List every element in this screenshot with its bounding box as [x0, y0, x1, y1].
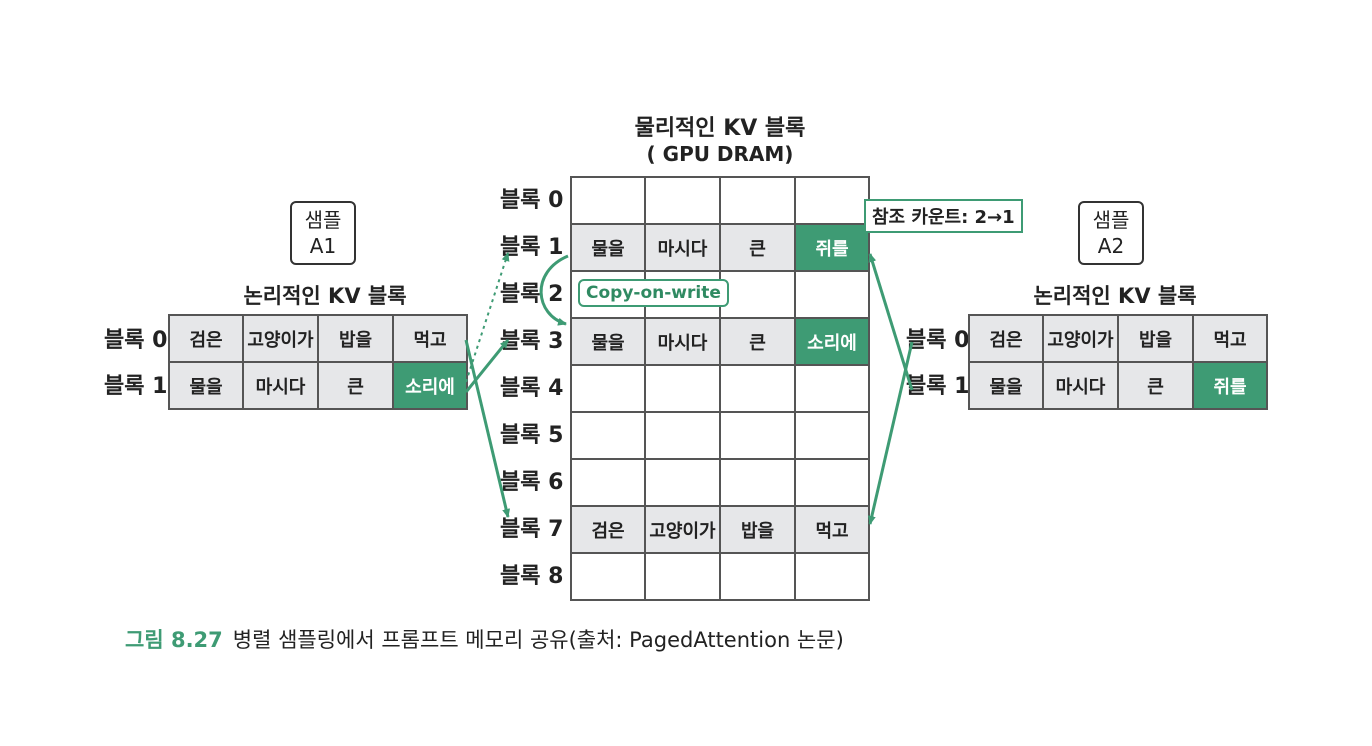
physical-cell — [796, 178, 868, 223]
sample-a2-logical-grid: 검은 고양이가 밥을 먹고 물을 마시다 큰 쥐를 — [968, 314, 1268, 410]
physical-row-label: 블록 5 — [500, 423, 564, 448]
physical-row-label: 블록 7 — [500, 517, 564, 542]
physical-cell — [721, 554, 794, 599]
a2-cell: 밥을 — [1119, 316, 1192, 361]
a2-row-label: 블록 1 — [906, 374, 970, 399]
copy-on-write-label: Copy-on-write — [578, 279, 729, 307]
physical-cell: 검은 — [572, 507, 644, 552]
physical-cell — [796, 272, 868, 317]
physical-cell: 물을 — [572, 319, 644, 364]
arrow-a1-block0-to-block7 — [464, 339, 511, 518]
a2-cell: 물을 — [970, 363, 1042, 408]
arrow-a1-block1-to-block1-dotted — [465, 252, 510, 383]
a2-cell-highlight: 쥐를 — [1194, 363, 1266, 408]
sample-a2-box: 샘플 A2 — [1078, 201, 1144, 265]
a1-cell: 먹고 — [394, 316, 466, 361]
a2-cell: 고양이가 — [1044, 316, 1117, 361]
sample-a1-name-line2: A1 — [309, 234, 337, 258]
physical-cell — [796, 413, 868, 458]
physical-cell: 먹고 — [796, 507, 868, 552]
physical-cell — [796, 460, 868, 505]
sample-a1-box: 샘플 A1 — [290, 201, 356, 265]
physical-row-label: 블록 2 — [500, 282, 564, 307]
physical-title-line1: 물리적인 KV 블록 — [634, 116, 806, 141]
sample-a2-name-line2: A2 — [1097, 234, 1125, 258]
sample-a1-logical-title: 논리적인 KV 블록 — [243, 284, 407, 308]
physical-cell — [572, 413, 644, 458]
physical-row-label: 블록 1 — [500, 235, 564, 260]
a1-cell: 큰 — [319, 363, 392, 408]
physical-cell: 마시다 — [646, 225, 719, 270]
physical-cell — [721, 366, 794, 411]
physical-cell — [572, 178, 644, 223]
a1-cell: 마시다 — [244, 363, 317, 408]
physical-cell — [646, 554, 719, 599]
physical-cell: 물을 — [572, 225, 644, 270]
physical-row-label: 블록 3 — [500, 329, 564, 354]
physical-cell — [572, 366, 644, 411]
physical-title-line2: ( GPU DRAM) — [646, 142, 794, 166]
figure-caption: 그림 8.27 병렬 샘플링에서 프롬프트 메모리 공유(출처: PagedAtt… — [125, 624, 844, 654]
physical-cell — [721, 272, 794, 317]
physical-cell: 큰 — [721, 319, 794, 364]
a1-cell: 물을 — [170, 363, 242, 408]
a1-cell: 검은 — [170, 316, 242, 361]
a1-row-label: 블록 0 — [104, 328, 168, 353]
physical-cell — [572, 460, 644, 505]
sample-a2-logical-title: 논리적인 KV 블록 — [1033, 284, 1197, 308]
physical-row-label: 블록 0 — [500, 188, 564, 213]
a2-cell: 큰 — [1119, 363, 1192, 408]
sample-a2-name-line1: 샘플 — [1092, 208, 1130, 232]
physical-cell: 마시다 — [646, 319, 719, 364]
a1-cell: 밥을 — [319, 316, 392, 361]
physical-cell: 고양이가 — [646, 507, 719, 552]
figure-number: 그림 8.27 — [125, 628, 223, 652]
a1-row-label: 블록 1 — [104, 374, 168, 399]
physical-kv-title: 물리적인 KV 블록 ( GPU DRAM) — [600, 110, 840, 166]
physical-row-label: 블록 4 — [500, 376, 564, 401]
physical-cell — [646, 178, 719, 223]
physical-row-label: 블록 6 — [500, 470, 564, 495]
physical-cell-highlight: 쥐를 — [796, 225, 868, 270]
physical-cell — [721, 413, 794, 458]
physical-cell — [646, 366, 719, 411]
physical-cell: 밥을 — [721, 507, 794, 552]
arrow-copy-on-write — [539, 254, 569, 326]
figure-caption-text: 병렬 샘플링에서 프롬프트 메모리 공유(출처: PagedAttention … — [232, 628, 844, 652]
a2-cell: 마시다 — [1044, 363, 1117, 408]
physical-kv-grid: 물을 마시다 큰 쥐를 물을 마시다 큰 소리에 검은 고양이가 밥을 먹고 — [570, 176, 870, 601]
physical-cell — [721, 178, 794, 223]
physical-cell — [572, 554, 644, 599]
sample-a1-logical-grid: 검은 고양이가 밥을 먹고 물을 마시다 큰 소리에 — [168, 314, 468, 410]
physical-cell — [646, 460, 719, 505]
physical-row-label: 블록 8 — [500, 564, 564, 589]
physical-cell — [796, 366, 868, 411]
a1-cell: 고양이가 — [244, 316, 317, 361]
arrow-a2-block1-to-block1 — [868, 253, 914, 391]
physical-cell — [646, 413, 719, 458]
a2-cell: 먹고 — [1194, 316, 1266, 361]
a1-cell-highlight: 소리에 — [394, 363, 466, 408]
a2-cell: 검은 — [970, 316, 1042, 361]
arrow-a1-block1-to-block3 — [464, 339, 510, 393]
physical-cell-highlight: 소리에 — [796, 319, 868, 364]
a2-row-label: 블록 0 — [906, 328, 970, 353]
physical-cell — [796, 554, 868, 599]
ref-count-badge: 참조 카운트: 2→1 — [864, 199, 1023, 233]
physical-cell: 큰 — [721, 225, 794, 270]
sample-a1-name-line1: 샘플 — [304, 208, 342, 232]
physical-cell — [721, 460, 794, 505]
